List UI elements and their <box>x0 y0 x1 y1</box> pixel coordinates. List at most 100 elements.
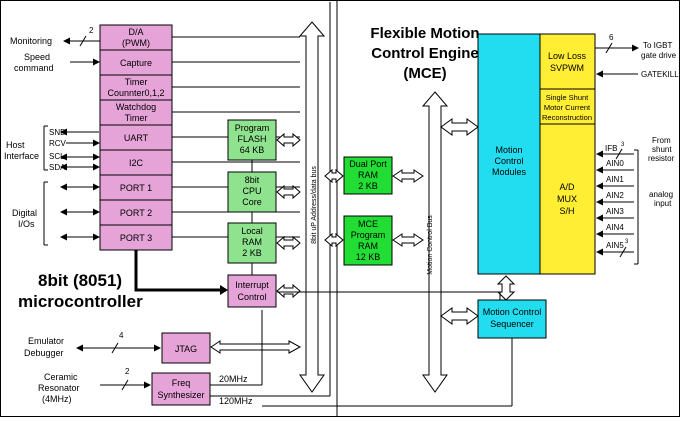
flash-label-1: Program <box>235 123 270 133</box>
svpwm-label-1: Low Loss <box>548 51 587 61</box>
monitoring-label: Monitoring <box>10 36 52 46</box>
motion-control-bus: Motion Control Bus <box>421 91 449 393</box>
ain4-label: AIN4 <box>606 223 624 232</box>
scl-label: SCL <box>49 152 65 161</box>
sequencer-label-1: Motion Control <box>483 307 542 317</box>
cpu-label-1: 8bit <box>245 175 260 185</box>
clock-20mhz-label: 20MHz <box>219 374 248 384</box>
svpwm-label-2: SVPWM <box>550 63 584 73</box>
watchdog-block <box>99 99 173 126</box>
clock-lines <box>210 2 331 397</box>
digital-label-1: Digital <box>12 208 37 218</box>
mcu-title-line1: 8bit (8051) <box>38 271 122 290</box>
jtag-label: JTAG <box>175 344 197 354</box>
interrupt-label-2: Control <box>237 292 266 302</box>
rcv-label: RCV <box>49 139 67 148</box>
modules-label-2: Control <box>494 156 523 166</box>
port3-label: PORT 3 <box>120 233 152 243</box>
mce-bus-label: Motion Control Bus <box>427 215 434 275</box>
speed-label-2: command <box>14 63 54 73</box>
resonator-width-label: 2 <box>125 367 130 376</box>
shunt-source-label-2: shunt <box>652 145 672 154</box>
shunt-reconstruction-block <box>539 88 596 125</box>
analog-input-label-1: analog <box>649 190 673 199</box>
capture-label: Capture <box>120 58 152 68</box>
digital-label-2: I/Os <box>18 219 35 229</box>
port2-block <box>99 199 173 226</box>
port1-block <box>99 174 173 201</box>
flash-label-3: 64 KB <box>240 145 265 155</box>
pwm-label: (PWM) <box>122 38 150 48</box>
da-label: D/A <box>128 27 143 37</box>
snd-label: SND <box>49 128 66 137</box>
mcu-title-line2: microcontroller <box>18 292 143 311</box>
mcu-memory-blocks: Program FLASH 64 KB 8bit CPU Core Local … <box>151 119 277 406</box>
timer-counter-label: Counnter0,1,2 <box>107 88 164 98</box>
right-signals: 6 To IGBT gate drive GATEKILL IFB 3 AIN0… <box>595 33 679 265</box>
mceprog-label-4: 12 KB <box>356 252 381 262</box>
svpwm-block <box>539 33 596 90</box>
resonator-label-1: Ceramic <box>44 372 78 382</box>
ain3-label: AIN3 <box>606 207 624 216</box>
ifb-width-label: 3 <box>621 142 625 148</box>
mce-program-ram-block <box>343 215 393 266</box>
interrupt-label-1: Interrupt <box>235 280 269 290</box>
mce-title-line2: Control Engine <box>371 45 479 62</box>
emulator-label-2: Debugger <box>24 348 64 358</box>
host-label-1: Host <box>6 140 25 150</box>
i2c-block <box>99 149 173 176</box>
dual-port-ram-block <box>343 156 393 195</box>
port3-block <box>99 224 173 251</box>
ram-label-1: Local <box>241 226 263 236</box>
cpu-label-2: CPU <box>242 186 261 196</box>
mceprog-label-2: Program <box>351 230 386 240</box>
adc-label-2: MUX <box>557 194 577 204</box>
freq-label-1: Freq <box>172 378 191 388</box>
adc-label-3: S/H <box>559 206 574 216</box>
jtag-width-label: 4 <box>119 331 124 340</box>
mcu-bus-label: 8bit uP Address/data bus <box>311 166 318 244</box>
mcu-peripheral-stack: D/A (PWM) Capture Timer Counnter0,1,2 Wa… <box>99 24 173 251</box>
dpram-label-1: Dual Port <box>349 159 387 169</box>
gatekill-label: GATEKILL <box>641 70 679 79</box>
shunt-label-3: Reconstruction <box>542 113 592 122</box>
modules-label-3: Modules <box>492 167 527 177</box>
ain5-width-label: 3 <box>625 239 629 245</box>
watchdog-timer-label: Timer <box>125 113 148 123</box>
shunt-label-2: Motor Current <box>544 103 591 112</box>
host-label-2: Interface <box>4 151 39 161</box>
dpram-label-2: RAM <box>358 170 378 180</box>
ram-label-3: 2 KB <box>242 248 262 258</box>
ain0-label: AIN0 <box>606 159 624 168</box>
shared-memory-arrows <box>324 118 516 325</box>
ain1-label: AIN1 <box>606 175 624 184</box>
resonator-label-2: Resonator <box>38 383 80 393</box>
sda-label: SDA <box>49 163 66 172</box>
mceprog-label-3: RAM <box>358 241 378 251</box>
program-flash-block <box>227 119 277 161</box>
freq-label-2: Synthesizer <box>157 390 204 400</box>
timer-label: Timer <box>125 77 148 87</box>
ram-label-2: RAM <box>242 237 262 247</box>
port1-label: PORT 1 <box>120 183 152 193</box>
ifb-label: IFB <box>605 144 617 153</box>
watchdog-label: Watchdog <box>116 102 156 112</box>
mcu-address-data-bus: 8bit uP Address/data bus <box>298 21 326 393</box>
adc-label-1: A/D <box>559 182 575 192</box>
dpram-label-3: 2 KB <box>358 181 378 191</box>
gate-width-label: 6 <box>609 33 614 42</box>
cpu-label-3: Core <box>242 197 262 207</box>
timer-block <box>99 74 173 101</box>
modules-label-1: Motion <box>495 145 522 155</box>
flash-label-2: FLASH <box>237 134 266 144</box>
freq-synth-block <box>151 372 211 406</box>
ain2-label: AIN2 <box>606 191 624 200</box>
analog-input-label-2: input <box>654 199 672 208</box>
left-signals: 2 Monitoring Speed command Host Interfac… <box>4 26 161 404</box>
ain5-label: AIN5 <box>606 241 624 250</box>
jtag-block <box>161 332 211 364</box>
emulator-label-1: Emulator <box>28 336 64 346</box>
mce-blocks: Motion Control Modules Low Loss SVPWM Si… <box>477 33 596 339</box>
